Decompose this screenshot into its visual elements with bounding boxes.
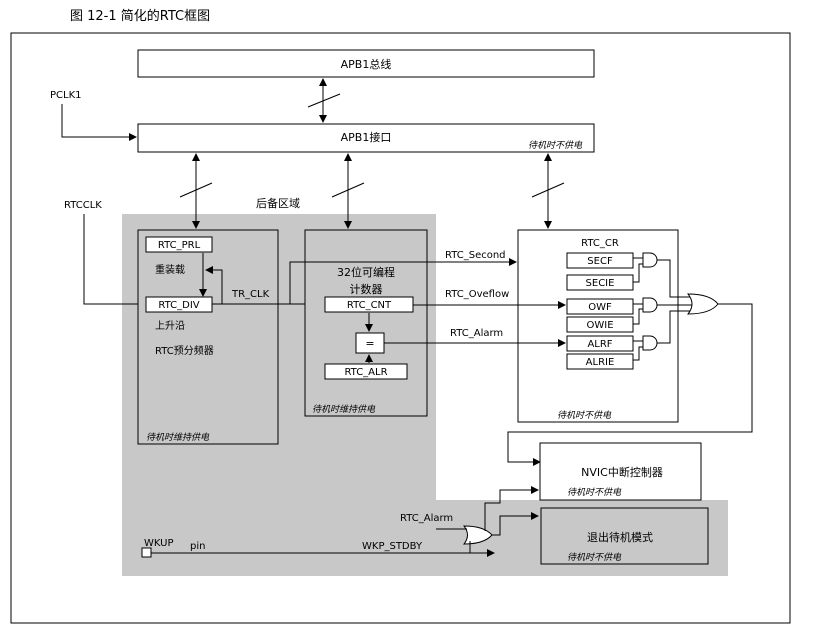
counter-block xyxy=(304,229,428,417)
nvic-block xyxy=(539,442,702,501)
reload-label: 重装载 xyxy=(155,263,185,276)
nvic-standby-note: 待机时不供电 xyxy=(567,487,622,498)
rtc-alr-label: RTC_ALR xyxy=(344,367,387,378)
wkup-label: WKUP xyxy=(144,538,174,549)
counter-title-1: 32位可编程 xyxy=(337,265,395,279)
exit-standby-label: 退出待机模式 xyxy=(587,530,653,544)
and-gate-alarm xyxy=(633,335,658,361)
or-to-exit-standby-line xyxy=(492,512,539,536)
alrf-label: ALRF xyxy=(587,339,612,350)
exit-standby-block xyxy=(540,507,709,565)
rising-edge-label: 上升沿 xyxy=(155,320,185,332)
apb1-interface-standby-note: 待机时不供电 xyxy=(528,140,583,151)
owie-label: OWIE xyxy=(586,320,613,331)
interrupt-to-nvic-line xyxy=(507,303,753,466)
counter-title-2: 计数器 xyxy=(350,283,383,296)
apb1-bus-link xyxy=(307,78,341,123)
prescaler-block xyxy=(137,229,279,445)
reload-feedback-arrow xyxy=(205,266,223,304)
owf-label: OWF xyxy=(588,302,612,313)
compare-label: = xyxy=(365,337,374,350)
counter-bus-link xyxy=(331,153,365,229)
rtc-second-label: RTC_Second xyxy=(445,250,506,261)
apb1-bus-label: APB1总线 xyxy=(341,57,392,71)
alrf-register xyxy=(566,335,634,352)
tr-clk-label: TR_CLK xyxy=(231,289,270,300)
secf-register xyxy=(566,252,634,269)
rtc-prl-label: RTC_PRL xyxy=(158,240,201,251)
apb1-bus-box xyxy=(137,49,595,78)
rtc-alr-register xyxy=(324,363,408,380)
rtc-overflow-label: RTC_Oveflow xyxy=(445,289,509,300)
outer-frame xyxy=(10,32,791,624)
apb1-interface-label: APB1接口 xyxy=(341,131,392,144)
prescaler-standby-note: 待机时维持供电 xyxy=(146,432,210,443)
alrie-label: ALRIE xyxy=(586,357,615,368)
exit-standby-note: 待机时不供电 xyxy=(567,552,622,563)
secf-label: SECF xyxy=(587,256,613,267)
pclk1-arrow xyxy=(61,104,137,141)
counter-standby-note: 待机时维持供电 xyxy=(312,404,376,415)
prescaler-bus-link xyxy=(179,153,213,229)
nvic-label: NVIC中断控制器 xyxy=(581,465,663,479)
figure-title: 图 12-1 简化的RTC框图 xyxy=(70,8,210,24)
rtc-cr-standby-note: 待机时不供电 xyxy=(557,410,612,421)
rtc-prl-register xyxy=(145,236,213,253)
wkup-pin-icon xyxy=(141,547,152,558)
secie-label: SECIE xyxy=(586,278,615,289)
pin-label: pin xyxy=(190,541,205,552)
pclk1-label: PCLK1 xyxy=(50,90,82,101)
alrie-register xyxy=(566,353,634,370)
rtc-second-line xyxy=(289,258,517,304)
wkp-stdby-label: WKP_STDBY xyxy=(362,541,423,552)
control-bus-link xyxy=(531,153,565,229)
rtc-alarm-label: RTC_Alarm xyxy=(450,328,503,339)
rtc-cr-label: RTC_CR xyxy=(581,238,619,249)
apb1-interface-box xyxy=(137,123,595,153)
prescaler-label: RTC预分频器 xyxy=(155,344,214,357)
or-gate xyxy=(657,259,719,344)
rtcclk-label: RTCCLK xyxy=(64,200,102,211)
and-gate-overflow xyxy=(633,297,658,325)
rtcclk-arrow xyxy=(83,214,147,308)
rtc-div-label: RTC_DIV xyxy=(158,300,199,311)
owf-register xyxy=(566,298,634,315)
or-to-nvic-line xyxy=(484,486,539,531)
rtc-alarm-wakeup-label: RTC_Alarm xyxy=(400,513,453,524)
backup-domain-label: 后备区域 xyxy=(256,196,300,210)
and-gate-second xyxy=(633,252,658,283)
rtc-cnt-label: RTC_CNT xyxy=(347,300,392,311)
